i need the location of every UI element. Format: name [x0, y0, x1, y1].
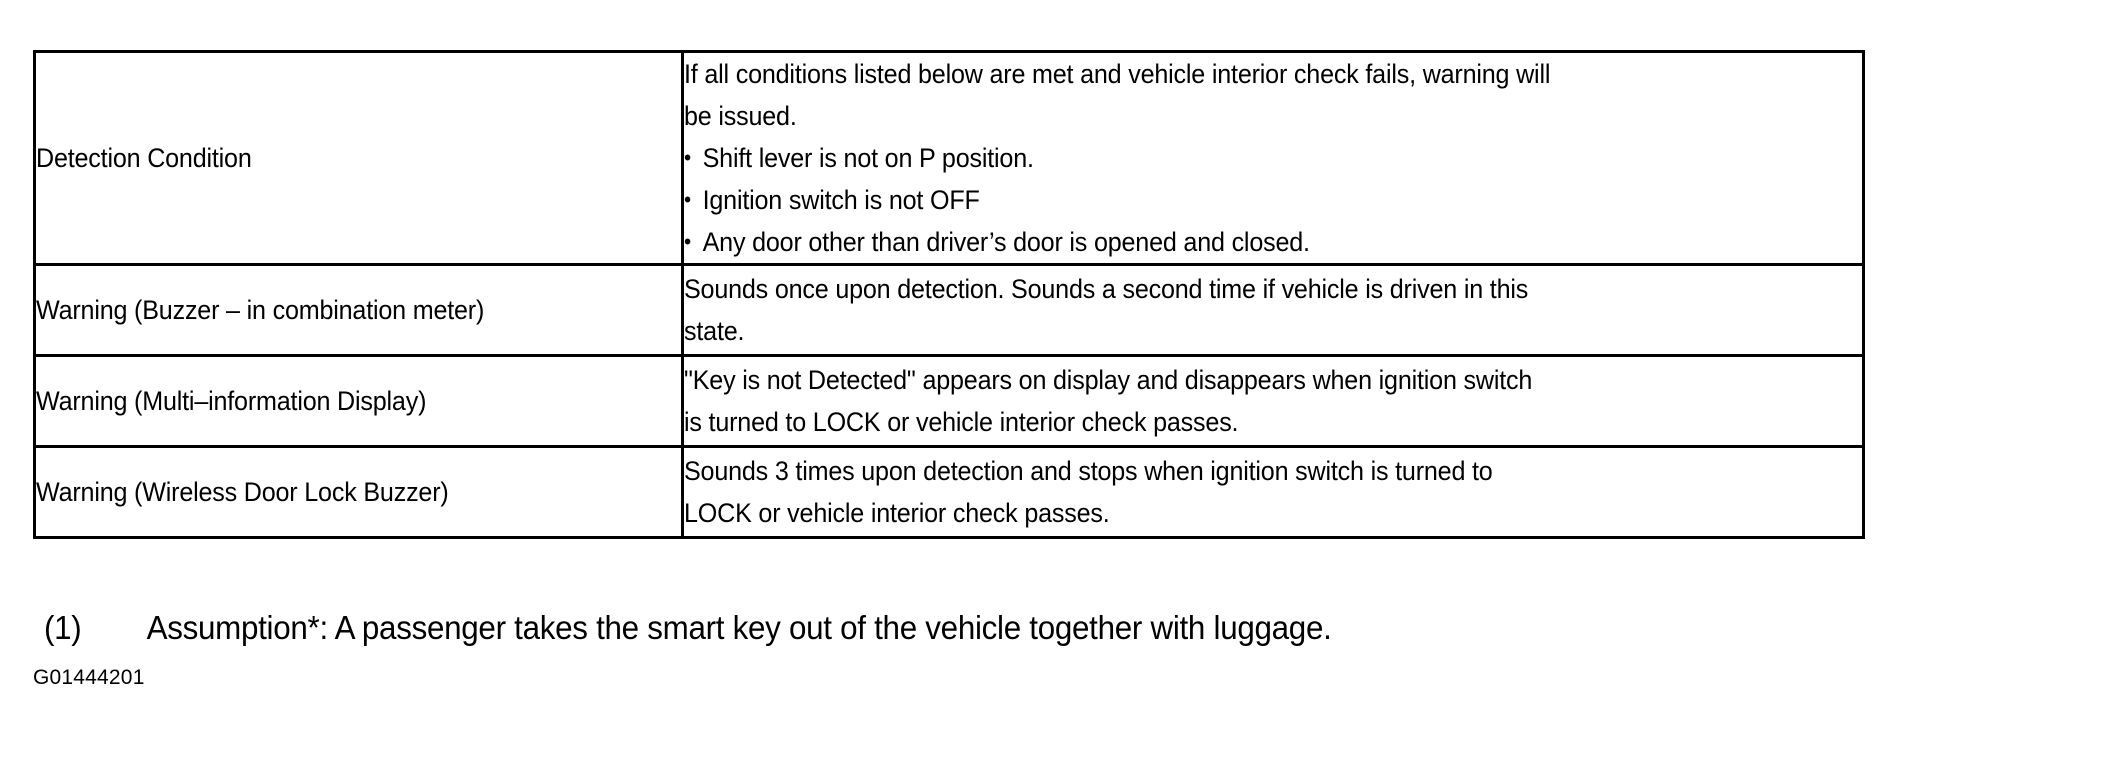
smart-key-warning-table: Detection Condition If all conditions li…: [33, 50, 1865, 539]
row-value-cell: If all conditions listed below are met a…: [681, 50, 1865, 266]
row-value-cell: Sounds 3 times upon detection and stops …: [681, 445, 1865, 539]
row-label-cell: Warning (Buzzer – in combination meter): [33, 263, 684, 357]
value-line: LOCK or vehicle interior check passes.: [684, 498, 1110, 528]
caption-index: (1): [44, 609, 82, 646]
value-line: Sounds 3 times upon detection and stops …: [684, 456, 1493, 486]
value-line-bullet: Shift lever is not on P position.: [684, 137, 1780, 179]
figure-code: G01444201: [33, 666, 145, 689]
row-label: Warning (Multi–information Display): [36, 386, 427, 416]
caption-text: Assumption*: A passenger takes the smart…: [146, 609, 1332, 646]
value-line-bullet: Any door other than driver’s door is ope…: [684, 221, 1780, 263]
figure-caption: (1) Assumption*: A passenger takes the sm…: [44, 608, 1332, 648]
row-label-cell: Detection Condition: [33, 50, 684, 266]
row-value-cell: "Key is not Detected" appears on display…: [681, 354, 1865, 448]
value-line: be issued.: [684, 101, 797, 131]
value-line: Sounds once upon detection. Sounds a sec…: [684, 274, 1529, 304]
table-row: Warning (Buzzer – in combination meter) …: [33, 263, 1865, 357]
table-row: Warning (Multi–information Display) "Key…: [33, 354, 1865, 448]
row-label-cell: Warning (Multi–information Display): [33, 354, 684, 448]
row-label-cell: Warning (Wireless Door Lock Buzzer): [33, 445, 684, 539]
table-row: Warning (Wireless Door Lock Buzzer) Soun…: [33, 445, 1865, 539]
value-line-bullet: Ignition switch is not OFF: [684, 179, 1780, 221]
row-label: Warning (Buzzer – in combination meter): [36, 295, 485, 325]
table-row: Detection Condition If all conditions li…: [33, 50, 1865, 266]
row-label: Warning (Wireless Door Lock Buzzer): [36, 477, 449, 507]
value-line: "Key is not Detected" appears on display…: [684, 365, 1533, 395]
value-line: If all conditions listed below are met a…: [684, 59, 1551, 89]
value-line: is turned to LOCK or vehicle interior ch…: [684, 407, 1239, 437]
value-line: state.: [684, 316, 745, 346]
row-label: Detection Condition: [36, 143, 252, 173]
row-value-cell: Sounds once upon detection. Sounds a sec…: [681, 263, 1865, 357]
